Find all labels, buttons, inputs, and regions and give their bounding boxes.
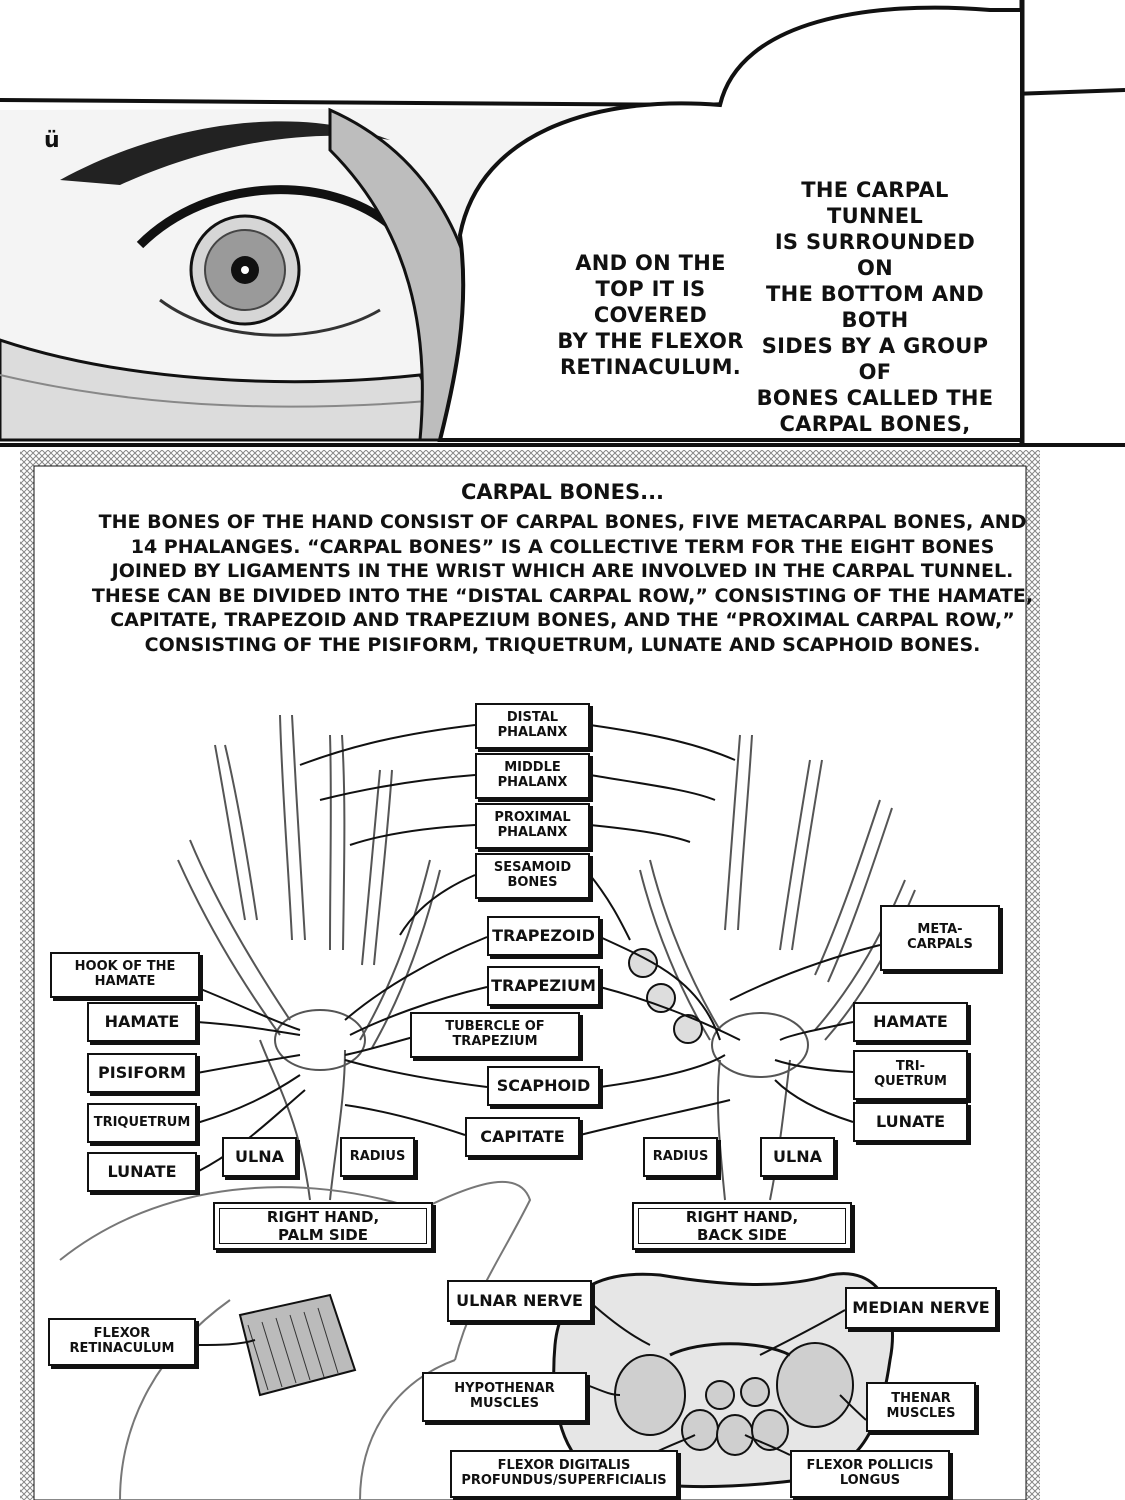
label-thenar-muscles: THENAR MUSCLES	[866, 1382, 976, 1432]
label-scaphoid: SCAPHOID	[487, 1066, 600, 1106]
label-triquetrum-left: TRIQUETRUM	[87, 1103, 197, 1143]
label-radius-right: RADIUS	[643, 1137, 718, 1177]
label-middle-phalanx: MIDDLE PHALANX	[475, 753, 590, 799]
label-flexor-retinaculum: FLEXOR RETINACULUM	[48, 1318, 196, 1366]
label-tubercle-of-trapezium: TUBERCLE OF TRAPEZIUM	[410, 1012, 580, 1058]
label-sesamoid-bones: SESAMOID BONES	[475, 853, 590, 899]
info-title: CARPAL BONES...	[460, 480, 665, 504]
label-ulna-right: ULNA	[760, 1137, 835, 1177]
speech-bubble-carpal-tunnel: THE CARPAL TUNNEL IS SURROUNDED ON THE B…	[756, 178, 994, 436]
label-hypothenar-muscles: HYPOTHENAR MUSCLES	[422, 1372, 587, 1422]
label-radius-left: RADIUS	[340, 1137, 415, 1177]
label-ulnar-nerve: ULNAR NERVE	[447, 1280, 592, 1322]
caption-palm-side: RIGHT HAND, PALM SIDE	[213, 1202, 433, 1250]
label-flexor-pollicis-longus: FLEXOR POLLICIS LONGUS	[790, 1450, 950, 1498]
label-metacarpals: META- CARPALS	[880, 905, 1000, 971]
label-proximal-phalanx: PROXIMAL PHALANX	[475, 803, 590, 849]
label-median-nerve: MEDIAN NERVE	[845, 1287, 997, 1329]
label-hook-of-the-hamate: HOOK OF THE HAMATE	[50, 952, 200, 998]
label-pisiform: PISIFORM	[87, 1053, 197, 1093]
eye-panel-art	[0, 0, 1125, 447]
label-distal-phalanx: DISTAL PHALANX	[475, 703, 590, 749]
speech-bubble-flexor-retinaculum: AND ON THE TOP IT IS COVERED BY THE FLEX…	[557, 251, 744, 379]
label-flexor-digitalis: FLEXOR DIGITALIS PROFUNDUS/SUPERFICIALIS	[450, 1450, 678, 1498]
label-trapezoid: TRAPEZOID	[487, 916, 600, 956]
label-lunate-right: LUNATE	[853, 1102, 968, 1142]
label-ulna-left: ULNA	[222, 1137, 297, 1177]
eye-panel: ü THE CARPAL TUNNEL IS SURROUNDED ON THE…	[0, 0, 1125, 450]
label-trapezium: TRAPEZIUM	[487, 966, 600, 1006]
info-body: THE BONES OF THE HAND CONSIST OF CARPAL …	[91, 511, 1034, 656]
caption-back-side: RIGHT HAND, BACK SIDE	[632, 1202, 852, 1250]
sfx-text: ü	[44, 128, 60, 153]
label-lunate-left: LUNATE	[87, 1152, 197, 1192]
label-hamate-right: HAMATE	[853, 1002, 968, 1042]
label-capitate: CAPITATE	[465, 1117, 580, 1157]
label-hamate-left: HAMATE	[87, 1002, 197, 1042]
label-triquetrum-right: TRI- QUETRUM	[853, 1050, 968, 1100]
